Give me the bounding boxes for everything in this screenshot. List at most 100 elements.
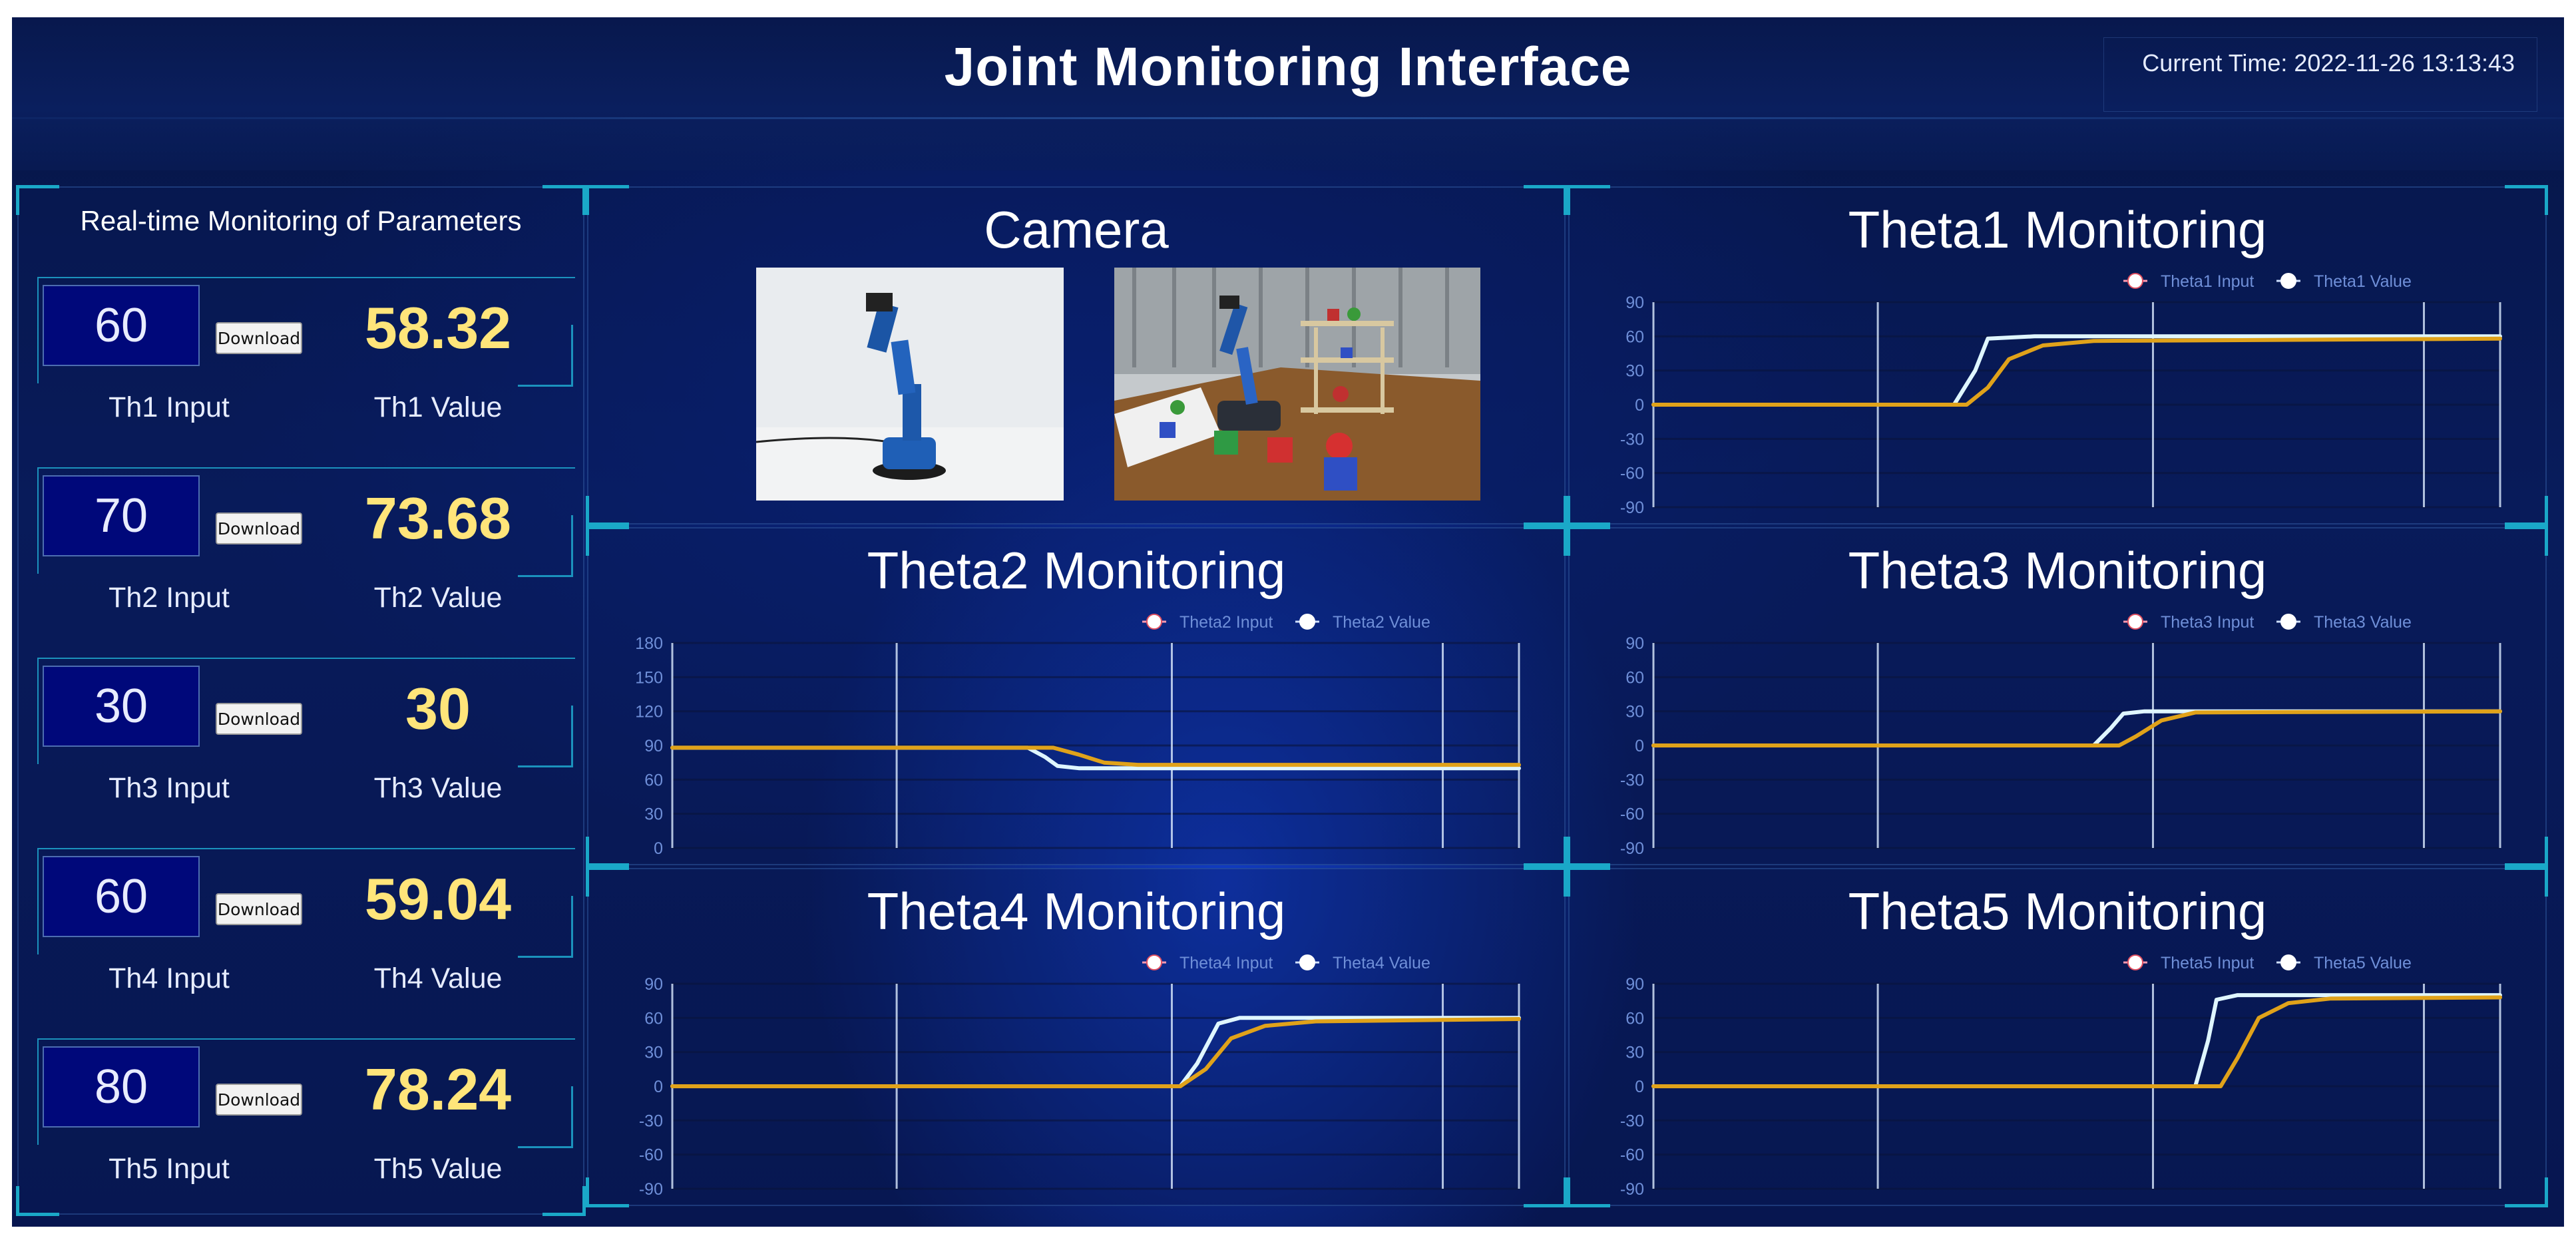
- row-frame: [518, 706, 573, 767]
- th5-value-label: Th5 Value: [373, 1153, 503, 1185]
- th4-input-field[interactable]: 60: [43, 856, 200, 937]
- th2-input-field[interactable]: 70: [43, 475, 200, 556]
- th1-download-button[interactable]: Download: [216, 322, 302, 354]
- y-tick-label: -90: [1620, 1180, 1644, 1199]
- legend-label: Theta4 Input: [1180, 954, 1273, 972]
- camera-title: Camera: [984, 200, 1169, 259]
- th5-input-label: Th5 Input: [108, 1153, 230, 1185]
- series-line-value: [1651, 709, 2502, 747]
- y-tick-label: 90: [1625, 294, 1644, 312]
- y-tick-label: 90: [644, 737, 663, 755]
- th3-value: 30: [405, 676, 471, 741]
- y-tick-label: 0: [1635, 737, 1644, 755]
- legend-marker-dot: [2280, 614, 2296, 630]
- th5-download-button[interactable]: Download: [216, 1084, 302, 1116]
- y-tick-label: 60: [1625, 1009, 1644, 1028]
- y-tick-label: 60: [644, 771, 663, 789]
- corner-decoration: [1524, 185, 1567, 215]
- y-tick-label: -60: [1620, 465, 1644, 483]
- y-tick-label: 60: [1625, 668, 1644, 687]
- camera-panel: Camera: [586, 185, 1567, 526]
- corner-decoration: [16, 185, 59, 215]
- series-line-input: [1651, 709, 2502, 747]
- th1-input-label: Th1 Input: [108, 391, 230, 423]
- th3-input-label: Th3 Input: [108, 772, 230, 804]
- corner-decoration: [586, 837, 629, 867]
- corner-decoration: [586, 867, 629, 897]
- y-tick-label: -60: [1620, 805, 1644, 824]
- legend-marker-dot: [1146, 614, 1162, 630]
- legend-label: Theta4 Value: [1333, 954, 1430, 972]
- th2-value-label: Th2 Value: [373, 582, 503, 614]
- chart-title: Theta4 Monitoring: [867, 882, 1286, 940]
- corner-decoration: [586, 1177, 629, 1207]
- corner-decoration: [2505, 867, 2548, 897]
- y-tick-label: 180: [635, 634, 663, 653]
- th1-input-field[interactable]: 60: [43, 285, 200, 366]
- y-tick-label: 90: [1625, 975, 1644, 994]
- th4-download-button[interactable]: Download: [216, 893, 302, 925]
- corner-decoration: [1567, 837, 1610, 867]
- legend-label: Theta2 Input: [1180, 613, 1273, 632]
- legend-marker-dot: [1146, 954, 1162, 970]
- chart-title: Theta3 Monitoring: [1848, 541, 2267, 600]
- row-frame: [518, 896, 573, 958]
- y-tick-label: 30: [644, 805, 663, 824]
- legend-label: Theta2 Value: [1333, 613, 1430, 632]
- th3-input-field[interactable]: 30: [43, 666, 200, 747]
- legend-label: Theta5 Value: [2314, 954, 2412, 972]
- corner-decoration: [586, 526, 629, 556]
- clock-frame: [2103, 37, 2537, 112]
- page-title: Joint Monitoring Interface: [944, 37, 1632, 97]
- th4-value: 59.04: [364, 866, 512, 932]
- th3-download-button[interactable]: Download: [216, 703, 302, 735]
- y-tick-label: 150: [635, 668, 663, 687]
- series-line-value: [670, 1017, 1521, 1088]
- y-tick-label: 0: [1635, 1078, 1644, 1096]
- y-tick-label: 60: [1625, 327, 1644, 346]
- y-tick-label: -90: [639, 1180, 663, 1199]
- row-frame: [37, 277, 575, 383]
- th1-value-label: Th1 Value: [373, 391, 503, 423]
- y-tick-label: -60: [1620, 1146, 1644, 1165]
- clock-value: 2022-11-26 13:13:43: [2294, 49, 2515, 77]
- th2-download-button[interactable]: Download: [216, 513, 302, 544]
- th2-input-label: Th2 Input: [108, 582, 230, 614]
- y-tick-label: -90: [1620, 839, 1644, 858]
- corner-decoration: [16, 1186, 59, 1216]
- legend-marker-dot: [2280, 954, 2296, 970]
- row-frame: [518, 515, 573, 577]
- series-line-value: [1651, 995, 2502, 1088]
- y-tick-label: -30: [1620, 771, 1644, 789]
- legend-marker-dot: [1299, 954, 1315, 970]
- row-frame: [518, 1086, 573, 1148]
- header-bar: Joint Monitoring Interface Current Time:…: [12, 17, 2564, 170]
- th4-value-label: Th4 Value: [373, 962, 503, 994]
- corner-decoration: [1567, 1177, 1610, 1207]
- corner-decoration: [1567, 867, 1610, 897]
- legend-label: Theta3 Value: [2314, 613, 2412, 632]
- y-tick-label: -30: [1620, 1112, 1644, 1130]
- legend-marker-dot: [2127, 954, 2143, 970]
- row-frame: [518, 325, 573, 387]
- corner-decoration: [1524, 867, 1567, 897]
- y-tick-label: -60: [639, 1146, 663, 1165]
- chart-title: Theta5 Monitoring: [1848, 882, 2267, 940]
- series-line-value: [1651, 336, 2502, 407]
- chart-title: Theta1 Monitoring: [1848, 200, 2267, 259]
- th3-value-label: Th3 Value: [373, 772, 503, 804]
- corner-decoration: [2505, 837, 2548, 867]
- th5-input-field[interactable]: 80: [43, 1046, 200, 1128]
- y-tick-label: 30: [1625, 362, 1644, 381]
